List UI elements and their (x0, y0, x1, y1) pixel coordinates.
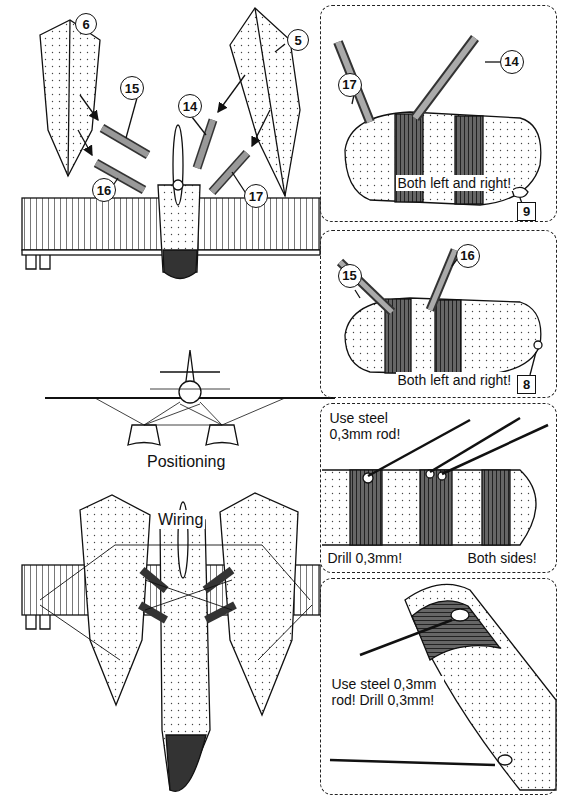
part-number: 15 (342, 269, 356, 282)
part-number: 17 (249, 190, 263, 203)
instruction-panel: Both left and right! 14 17 9 (320, 5, 557, 222)
part-number: 16 (97, 184, 111, 197)
instruction-note: Drill 0,3mm! (326, 550, 405, 567)
instruction-note: Use steel 0,3mm rod! Drill 0,3mm! (330, 676, 444, 710)
view-title: Wiring (156, 510, 205, 529)
callout-number: 5 (287, 29, 309, 51)
callout-number: 14 (178, 94, 202, 118)
instruction-note: Both left and right! (396, 175, 514, 192)
callout-number: 17 (244, 184, 268, 208)
part-number-box: 9 (517, 202, 536, 221)
callout-number: 14 (500, 50, 524, 74)
callout-number: 16 (92, 178, 116, 202)
part-number-box: 8 (517, 375, 536, 394)
instruction-note: Both sides! (466, 550, 539, 567)
instruction-panel: Both left and right! 15 16 8 (320, 230, 557, 398)
view-title: Positioning (145, 452, 227, 471)
instruction-note: Both left and right! (396, 372, 514, 389)
callout-number: 16 (456, 244, 480, 268)
part-number: 16 (460, 249, 474, 262)
part-number: 5 (294, 34, 301, 47)
instruction-panel: Use steel 0,3mm rod! Drill 0,3mm! Both sid… (320, 403, 557, 573)
part-number: 15 (125, 82, 139, 95)
part-number: 17 (342, 78, 356, 91)
callout-number: 15 (338, 264, 362, 288)
callout-number: 6 (75, 13, 97, 35)
part-number: 9 (523, 205, 530, 218)
part-number: 14 (183, 100, 197, 113)
part-number: 14 (504, 55, 518, 68)
part-number: 8 (523, 378, 530, 391)
instruction-panel: Use steel 0,3mm rod! Drill 0,3mm! (320, 578, 557, 795)
callout-number: 17 (338, 73, 362, 97)
callout-number: 15 (120, 76, 144, 100)
instruction-note: Use steel 0,3mm rod! (328, 410, 412, 444)
part-number: 6 (82, 18, 89, 31)
